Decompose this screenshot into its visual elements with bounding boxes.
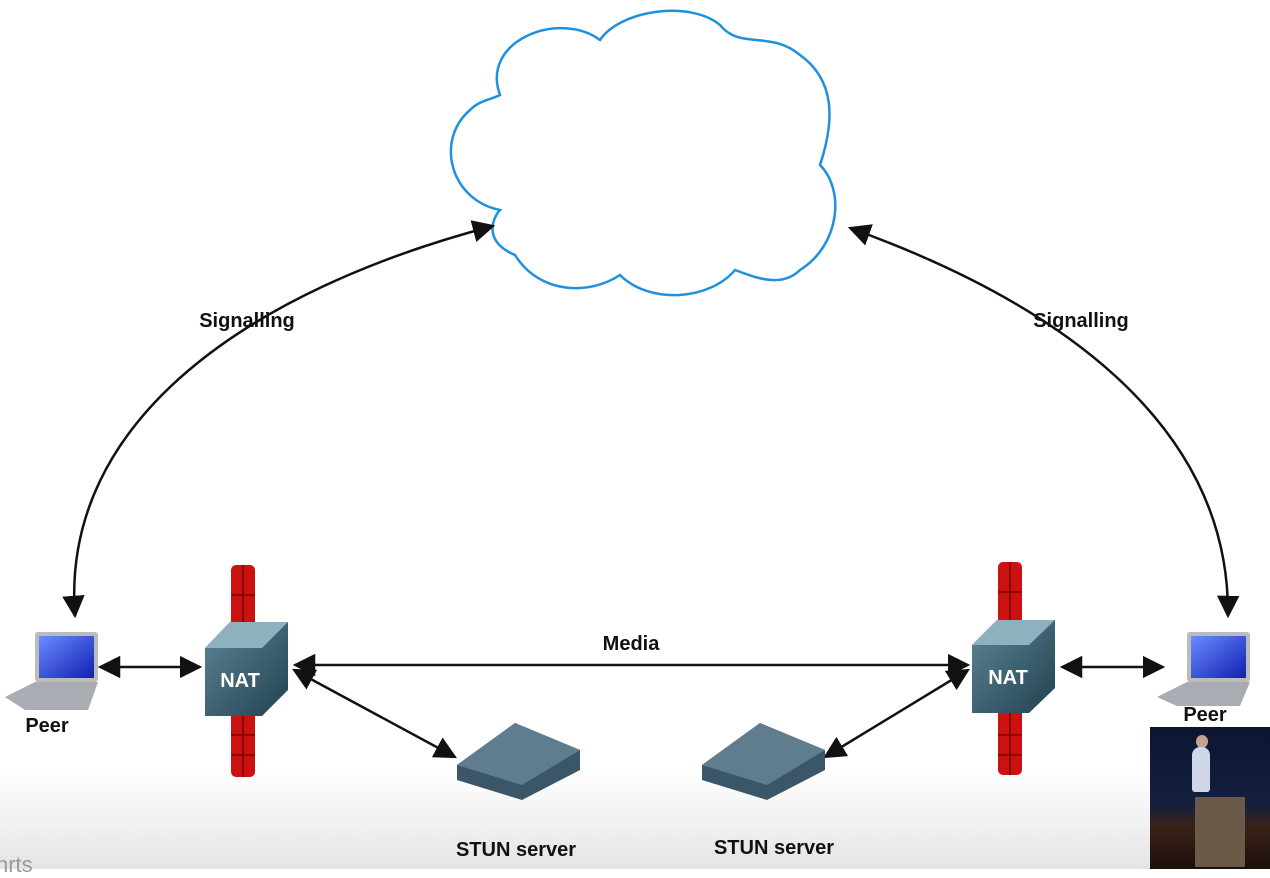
stun-server-icon-left <box>457 723 580 800</box>
nat-label-right: NAT <box>988 667 1028 689</box>
nat-stun-arrow-right <box>823 668 970 759</box>
speaker-head <box>1196 735 1208 748</box>
nat-label-left: NAT <box>220 670 260 692</box>
speaker-video-overlay[interactable] <box>1150 727 1270 869</box>
stun-server-icon-right <box>702 723 825 800</box>
stun-label-left: STUN server <box>455 839 577 861</box>
signalling-label-right: Signalling <box>1033 310 1129 332</box>
signalling-arrow-left <box>62 220 496 619</box>
stun-label-right: STUN server <box>713 837 835 859</box>
footer-text: hrts <box>0 852 33 877</box>
signalling-arrow-right <box>847 224 1240 619</box>
signalling-label-left: Signalling <box>199 310 295 332</box>
peer-label-left: Peer <box>25 715 69 737</box>
cloud-icon <box>449 9 837 297</box>
nat-router-icon-right <box>972 620 1055 713</box>
laptop-icon-left <box>5 632 98 710</box>
podium <box>1195 797 1245 867</box>
speaker-figure <box>1192 747 1210 792</box>
peer-label-right: Peer <box>1183 704 1227 726</box>
nat-router-icon-left <box>205 622 288 716</box>
nat-stun-arrow-left <box>292 668 457 759</box>
laptop-icon-right <box>1157 632 1250 706</box>
media-label: Media <box>602 633 660 655</box>
